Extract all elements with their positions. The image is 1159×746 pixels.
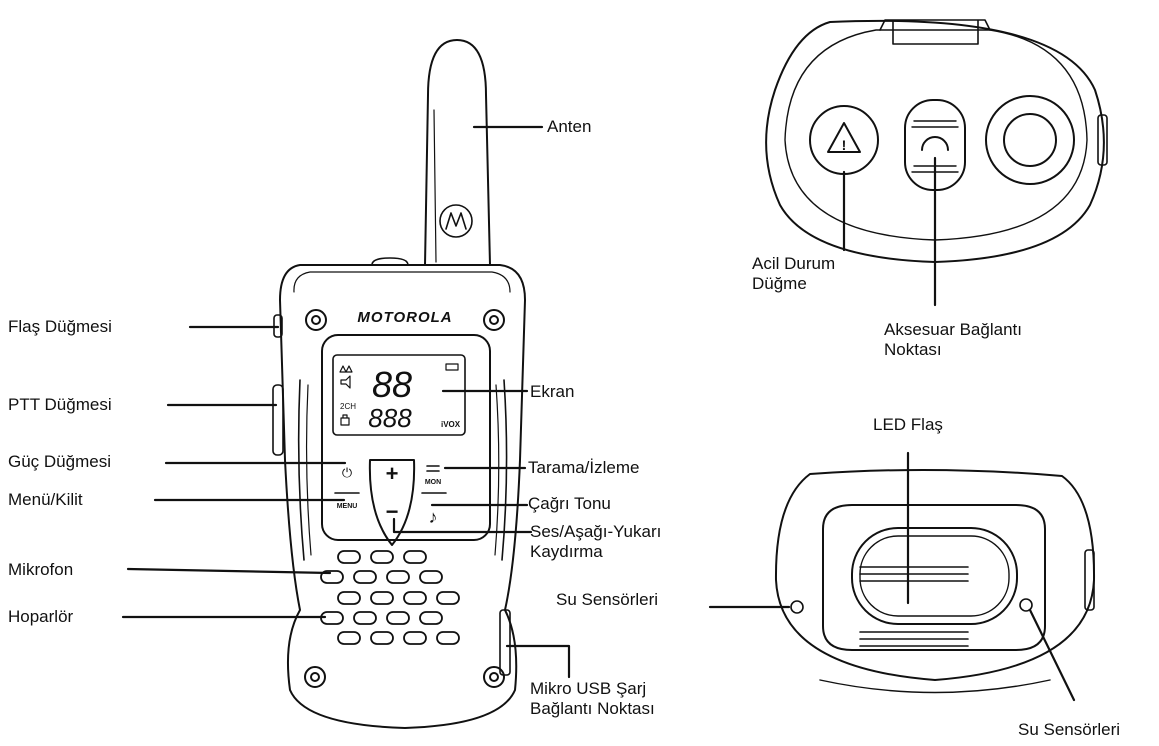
top-view-side-tab bbox=[1097, 114, 1108, 166]
radio-bottom-view bbox=[708, 451, 1096, 702]
label-acil-line1: Acil Durum bbox=[752, 254, 836, 273]
plus-button: + bbox=[386, 461, 399, 486]
label-ekran: Ekran bbox=[530, 382, 575, 401]
label-tarama-izleme: Tarama/İzleme bbox=[528, 458, 640, 477]
brand-logo: MOTOROLA bbox=[357, 309, 452, 326]
display-screen bbox=[332, 354, 466, 436]
speaker-grille bbox=[320, 550, 460, 645]
label-anten: Anten bbox=[547, 117, 592, 136]
signal-icon bbox=[339, 365, 353, 373]
headset-icon bbox=[921, 136, 949, 151]
label-guc-dugmesi: Güç Düğmesi bbox=[8, 452, 111, 471]
radio-top-view: ! bbox=[765, 19, 1108, 307]
leader-su-right bbox=[1028, 608, 1076, 702]
lock-icon bbox=[340, 414, 350, 426]
ptt-side-button bbox=[272, 384, 284, 456]
antenna-logo-icon bbox=[439, 204, 473, 238]
label-aksesuar-line1: Aksesuar Bağlantı bbox=[884, 320, 1022, 339]
label-cagri-tonu: Çağrı Tonu bbox=[528, 494, 611, 513]
leader-ses bbox=[392, 517, 533, 534]
display-channel: 88 bbox=[372, 364, 412, 405]
display-code: 888 bbox=[368, 403, 412, 433]
menu-button: MENU bbox=[337, 503, 358, 510]
bottom-view-body bbox=[774, 468, 1096, 681]
warning-exclamation: ! bbox=[842, 137, 847, 153]
battery-icon bbox=[445, 363, 459, 371]
antenna-inner-line bbox=[433, 109, 437, 263]
side-rail-left bbox=[297, 379, 305, 561]
label-aksesuar-line2: Noktası bbox=[884, 340, 942, 359]
label-flas-dugmesi: Flaş Düğmesi bbox=[8, 317, 112, 336]
display-2ch: 2CH bbox=[340, 402, 356, 411]
top-knob bbox=[371, 257, 409, 266]
antenna-logo-mark bbox=[445, 212, 467, 230]
top-view-clip bbox=[879, 19, 991, 45]
label-ses-line2: Kaydırma bbox=[530, 542, 603, 561]
label-menu-kilit: Menü/Kilit bbox=[8, 490, 83, 509]
volume-rocker bbox=[368, 459, 416, 546]
radio-front: MOTOROLA 88 888 2CH iVOX + − ⏻ MENU MON … bbox=[272, 39, 526, 729]
knob-outer bbox=[985, 95, 1075, 185]
radio-body bbox=[279, 264, 526, 729]
bottom-view-side-tab bbox=[1084, 549, 1095, 611]
display-bezel bbox=[321, 334, 491, 541]
music-note-icon: ♪ bbox=[429, 507, 438, 527]
label-su-sensorleri-right: Su Sensörleri bbox=[1018, 720, 1121, 739]
screw-bottom-left bbox=[304, 666, 326, 688]
led-flash-lens bbox=[851, 527, 1018, 625]
led-flash-lens-inner bbox=[859, 535, 1010, 617]
label-mikrofon: Mikrofon bbox=[8, 560, 74, 579]
warning-triangle-icon bbox=[827, 122, 861, 153]
label-led-flas: LED Flaş bbox=[873, 415, 943, 434]
leader-usb bbox=[505, 644, 571, 679]
side-rail-right-inner bbox=[494, 384, 500, 556]
screw-top-right bbox=[483, 309, 505, 331]
label-ses-line1: Ses/Aşağı-Yukarı bbox=[530, 522, 662, 541]
label-su-sensorleri-left: Su Sensörleri bbox=[556, 590, 659, 609]
bottom-view-base bbox=[819, 679, 1051, 694]
scan-icon bbox=[426, 465, 440, 472]
label-acil-line2: Düğme bbox=[752, 274, 807, 293]
side-rail-right bbox=[501, 379, 508, 561]
radio-inner-edge bbox=[293, 271, 511, 293]
screw-top-left bbox=[305, 309, 327, 331]
water-sensor-right bbox=[1019, 598, 1033, 612]
label-ptt-dugmesi: PTT Düğmesi bbox=[8, 395, 112, 414]
top-view-body bbox=[765, 19, 1105, 263]
antenna bbox=[424, 39, 491, 266]
label-hoparlor: Hoparlör bbox=[8, 607, 74, 626]
display-vox: iVOX bbox=[441, 420, 461, 429]
water-sensor-left bbox=[790, 600, 804, 614]
minus-button: − bbox=[386, 499, 399, 524]
side-rail-left-inner bbox=[305, 384, 312, 556]
speaker-icon bbox=[340, 375, 351, 389]
callout-lines-front bbox=[121, 125, 571, 679]
screw-bottom-right bbox=[483, 666, 505, 688]
leader-mikrofon bbox=[126, 567, 332, 575]
monitor-button: MON bbox=[425, 479, 441, 486]
label-usb-line2: Bağlantı Noktası bbox=[530, 699, 655, 718]
usb-port bbox=[499, 609, 511, 676]
bottom-view-panel bbox=[822, 504, 1046, 651]
power-button-icon: ⏻ bbox=[342, 465, 352, 480]
label-usb-line1: Mikro USB Şarj bbox=[530, 679, 647, 698]
knob-inner bbox=[1003, 113, 1057, 167]
